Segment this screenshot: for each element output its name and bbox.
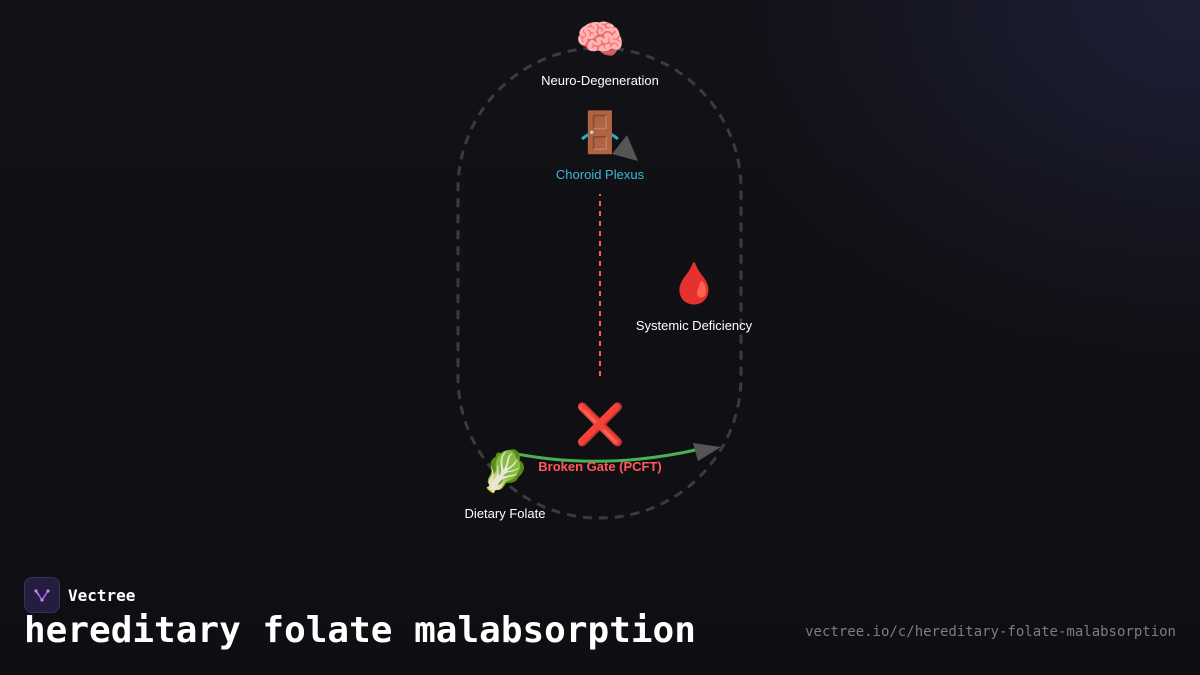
vectree-logo-icon [24, 577, 60, 613]
node-label-dietary-folate: Dietary Folate [464, 506, 546, 521]
page-title: hereditary folate malabsorption [24, 610, 696, 651]
leafy-green-icon: 🥬 [480, 450, 530, 494]
node-label-neuro-degeneration: Neuro-Degeneration [541, 73, 659, 88]
brand: Vectree [24, 577, 135, 613]
node-label-choroid-plexus: Choroid Plexus [555, 167, 645, 182]
arrowhead-choroid [612, 135, 638, 161]
page-url[interactable]: vectree.io/c/hereditary-folate-malabsorp… [805, 624, 1176, 640]
door-icon: 🚪 [575, 111, 625, 155]
brain-icon: 🧠 [575, 18, 625, 62]
cycle-loop [456, 46, 743, 520]
choroid-arc [581, 130, 619, 141]
blood-drop-icon: 🩸 [669, 262, 719, 306]
arrowhead-folate [693, 443, 721, 461]
node-label-systemic-deficiency: Systemic Deficiency [635, 318, 753, 333]
edge-folate-to-systemic [506, 447, 701, 463]
brand-name: Vectree [68, 585, 136, 605]
cross-mark-icon: ❌ [575, 403, 625, 447]
node-label-broken-gate: Broken Gate (PCFT) [538, 459, 662, 474]
